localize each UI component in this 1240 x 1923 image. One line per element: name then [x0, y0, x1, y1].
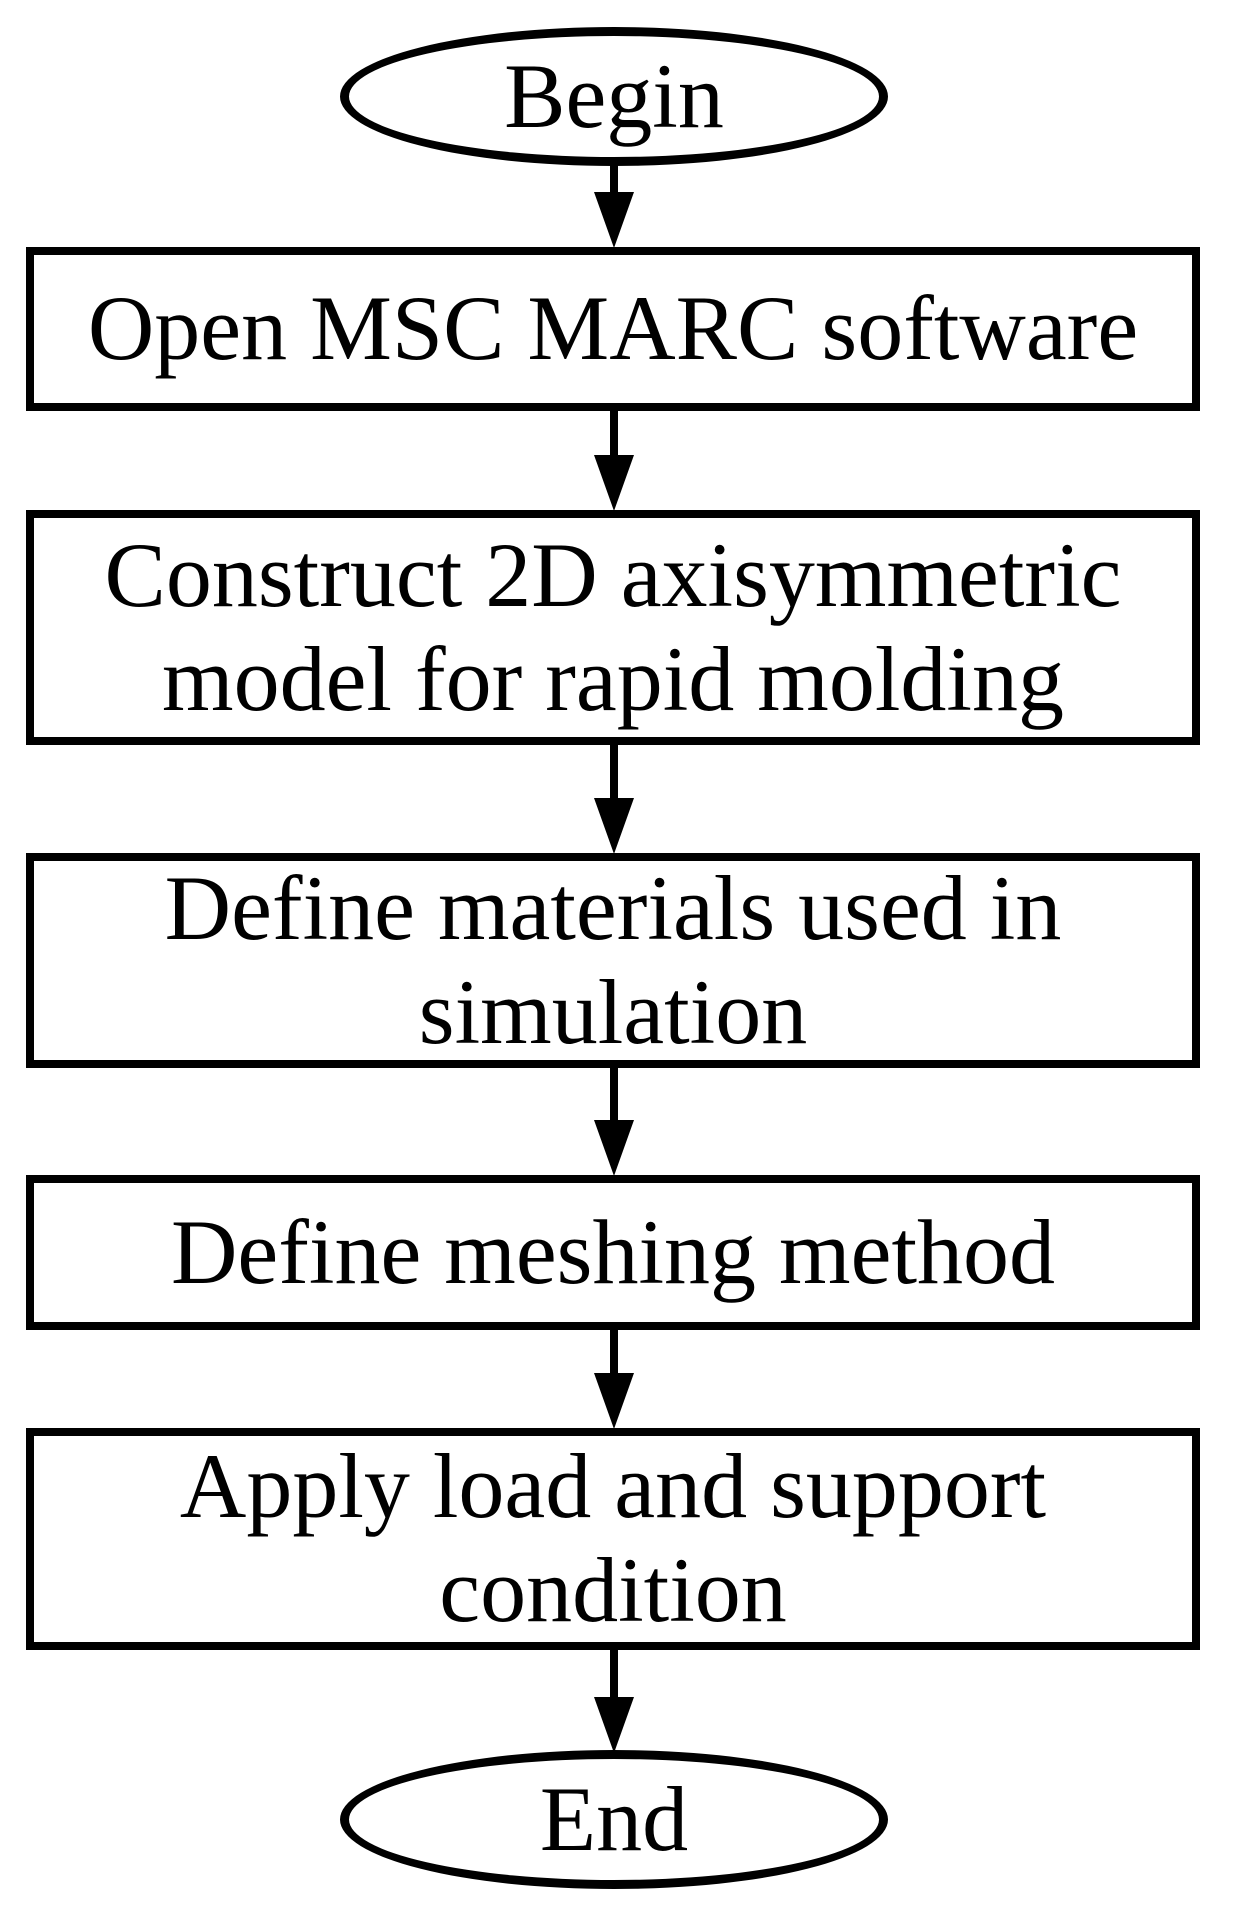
arrow-shaft	[610, 408, 618, 467]
process-define-meshing: Define meshing method	[26, 1175, 1200, 1330]
arrow-shaft	[610, 162, 618, 204]
arrow-shaft	[610, 1065, 618, 1132]
flow-arrow-2	[594, 408, 634, 511]
terminator-begin-label: Begin	[504, 44, 724, 147]
process-construct-model-line2: model for rapid molding	[162, 627, 1064, 730]
arrowhead-down-icon	[594, 192, 634, 248]
arrowhead-down-icon	[594, 455, 634, 511]
process-open-software: Open MSC MARC software	[26, 247, 1200, 411]
process-construct-model-line1: Construct 2D axisymmetric	[104, 523, 1122, 626]
arrow-shaft	[610, 1327, 618, 1385]
process-apply-load-line2: condition	[439, 1539, 787, 1641]
flow-arrow-6	[594, 1645, 634, 1753]
flow-arrow-3	[594, 742, 634, 854]
terminator-begin: Begin	[340, 27, 888, 166]
process-define-materials-line1: Define materials used in	[164, 856, 1062, 959]
arrow-shaft	[610, 1645, 618, 1709]
arrowhead-down-icon	[594, 1373, 634, 1429]
flow-arrow-1	[594, 162, 634, 248]
arrowhead-down-icon	[594, 1120, 634, 1176]
flow-arrow-5	[594, 1327, 634, 1429]
arrowhead-down-icon	[594, 1697, 634, 1753]
process-define-materials-line2: simulation	[418, 960, 808, 1063]
arrowhead-down-icon	[594, 798, 634, 854]
terminator-end: End	[340, 1750, 888, 1889]
process-apply-load-line1: Apply load and support	[179, 1435, 1047, 1538]
process-define-meshing-label: Define meshing method	[170, 1200, 1056, 1303]
flow-arrow-4	[594, 1065, 634, 1176]
process-open-software-label: Open MSC MARC software	[87, 277, 1139, 380]
process-construct-model: Construct 2D axisymmetric model for rapi…	[26, 510, 1200, 745]
process-apply-load: Apply load and support condition	[26, 1428, 1200, 1650]
terminator-end-label: End	[539, 1767, 689, 1870]
arrow-shaft	[610, 742, 618, 810]
process-define-materials: Define materials used in simulation	[26, 853, 1200, 1068]
